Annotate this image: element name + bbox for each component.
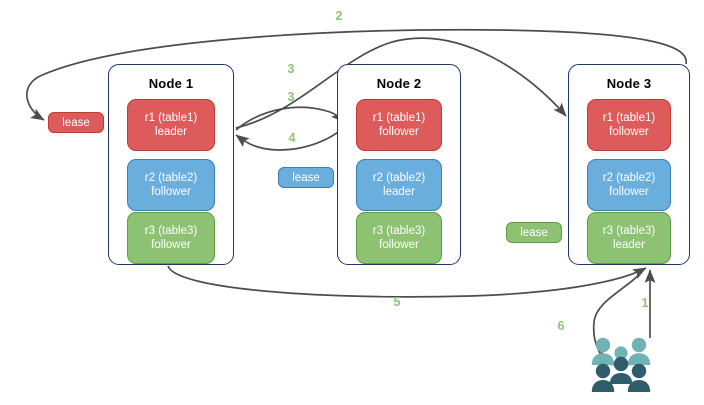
users-group-icon bbox=[591, 337, 651, 392]
replica-role: follower bbox=[151, 186, 191, 198]
replica-role: leader bbox=[613, 239, 645, 251]
replica-role: leader bbox=[383, 186, 415, 198]
replica-node2-r2: r2 (table2) leader bbox=[356, 159, 442, 211]
lease-label: lease bbox=[292, 171, 320, 184]
step-label-3a: 3 bbox=[287, 62, 295, 76]
replica-role: follower bbox=[151, 239, 191, 251]
node-box-node1: Node 1 r1 (table1) leader r2 (table2) fo… bbox=[108, 64, 234, 265]
replica-node3-r3: r3 (table3) leader bbox=[587, 212, 671, 264]
replica-role: follower bbox=[609, 186, 649, 198]
replica-name: r3 (table3) bbox=[372, 225, 426, 237]
replica-name: r2 (table2) bbox=[144, 172, 198, 184]
replica-node2-r3: r3 (table3) follower bbox=[356, 212, 442, 264]
replica-node3-r2: r2 (table2) follower bbox=[587, 159, 671, 211]
lease-chip-r3: lease bbox=[506, 222, 562, 243]
edge-step-3b bbox=[235, 106, 345, 131]
lease-chip-r2: lease bbox=[278, 167, 334, 188]
lease-chip-r1: lease bbox=[48, 112, 104, 133]
replica-role: follower bbox=[379, 239, 419, 251]
lease-label: lease bbox=[62, 116, 90, 129]
replica-role: follower bbox=[379, 126, 419, 138]
node-title: Node 2 bbox=[376, 76, 422, 91]
replica-node1-r2: r2 (table2) follower bbox=[127, 159, 215, 211]
replica-name: r3 (table3) bbox=[144, 225, 198, 237]
step-label-4: 4 bbox=[288, 131, 296, 145]
step-label-5: 5 bbox=[393, 295, 401, 309]
step-label-1: 1 bbox=[641, 296, 649, 310]
replica-role: leader bbox=[155, 126, 187, 138]
node-title: Node 3 bbox=[606, 76, 652, 91]
step-label-3b: 3 bbox=[287, 90, 295, 104]
node-box-node2: Node 2 r1 (table1) follower r2 (table2) … bbox=[337, 64, 461, 265]
replica-name: r1 (table1) bbox=[144, 112, 198, 124]
replica-name: r3 (table3) bbox=[602, 225, 656, 237]
node-box-node3: Node 3 r1 (table1) follower r2 (table2) … bbox=[568, 64, 690, 265]
lease-label: lease bbox=[520, 226, 548, 239]
replica-role: follower bbox=[609, 126, 649, 138]
replica-name: r2 (table2) bbox=[372, 172, 426, 184]
replica-name: r1 (table1) bbox=[602, 112, 656, 124]
replica-name: r1 (table1) bbox=[372, 112, 426, 124]
edge-step-5 bbox=[167, 265, 647, 298]
replica-node1-r1: r1 (table1) leader bbox=[127, 99, 215, 151]
step-label-2: 2 bbox=[335, 9, 343, 23]
replica-name: r2 (table2) bbox=[602, 172, 656, 184]
replica-node1-r3: r3 (table3) follower bbox=[127, 212, 215, 264]
replica-node2-r1: r1 (table1) follower bbox=[356, 99, 442, 151]
replica-node3-r1: r1 (table1) follower bbox=[587, 99, 671, 151]
step-label-6: 6 bbox=[557, 319, 565, 333]
node-title: Node 1 bbox=[148, 76, 194, 91]
